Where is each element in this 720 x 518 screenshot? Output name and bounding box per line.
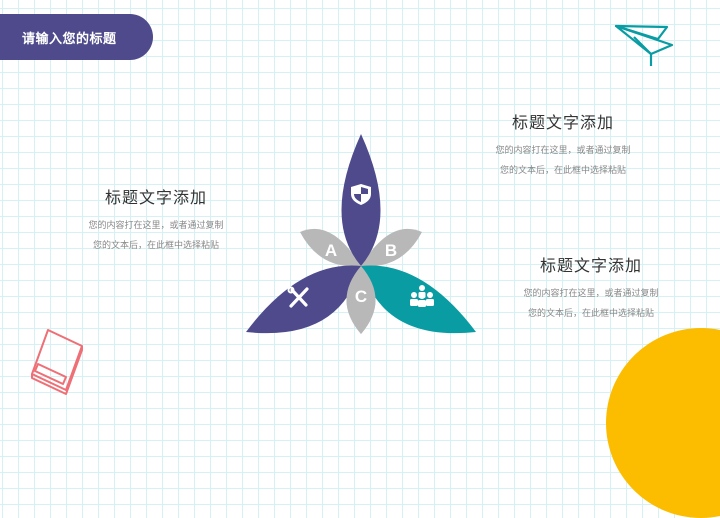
paper-plane-icon <box>614 24 674 66</box>
petal-a <box>300 228 361 267</box>
petal-diagram: A B C <box>246 134 476 334</box>
yellow-circle-decoration <box>606 328 720 518</box>
label-a: A <box>325 241 337 260</box>
page-title: 请输入您的标题 <box>22 31 117 47</box>
block-text-line: 您的文本后，在此框中选择粘贴 <box>527 309 654 319</box>
label-c: C <box>355 287 367 306</box>
block-text-line: 您的内容打在这里，或者通过复制 <box>495 146 631 156</box>
label-b: B <box>385 241 397 260</box>
petal-left <box>246 265 361 334</box>
block-title: 标题文字添加 <box>539 256 642 275</box>
tools-icon <box>287 286 309 308</box>
text-block-right-bottom: 标题文字添加 您的内容打在这里，或者通过复制 您的文本后，在此框中选择粘贴 <box>491 252 691 324</box>
shield-icon <box>351 184 371 205</box>
text-block-right-top: 标题文字添加 您的内容打在这里，或者通过复制 您的文本后，在此框中选择粘贴 <box>463 109 663 181</box>
block-text-line: 您的文本后，在此框中选择粘贴 <box>499 166 626 176</box>
team-icon <box>410 285 434 307</box>
block-text-line: 您的内容打在这里，或者通过复制 <box>88 221 224 231</box>
book-icon <box>31 329 83 395</box>
block-text-line: 您的文本后，在此框中选择粘贴 <box>92 241 219 251</box>
text-block-left: 标题文字添加 您的内容打在这里，或者通过复制 您的文本后，在此框中选择粘贴 <box>56 184 256 256</box>
title-banner: 请输入您的标题 <box>0 14 153 60</box>
block-text-line: 您的内容打在这里，或者通过复制 <box>523 289 659 299</box>
petal-b <box>361 228 422 267</box>
block-title: 标题文字添加 <box>511 113 614 132</box>
block-title: 标题文字添加 <box>104 188 207 207</box>
petal-right <box>361 265 476 334</box>
